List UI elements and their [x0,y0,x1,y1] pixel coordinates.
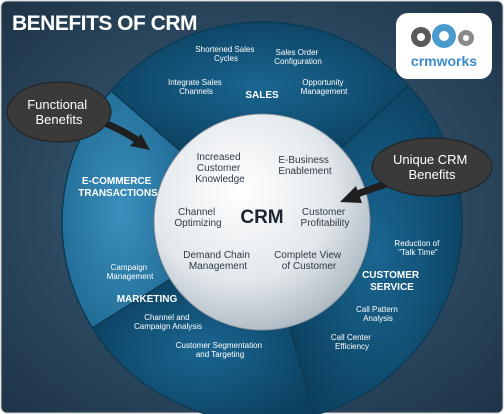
callout-line: Unique CRM [393,152,467,167]
callout-line: Benefits [36,112,83,127]
logo-text: crmworks [411,53,477,69]
cs-item-call-pattern: Call Pattern Analysis [356,305,400,323]
ecommerce-heading-line: E-COMMERCE [82,176,152,187]
center-item-line: Management [189,261,248,272]
center-item-line: Enablement [278,166,332,177]
center-circle [153,113,371,331]
marketing-item-campaign: Campaign Management [107,263,154,281]
center-label: CRM [240,207,283,228]
cs-heading-line: SERVICE [370,282,414,293]
center-item-profitability: Customer Profitability [301,207,350,229]
marketing-item-line: Customer Segmentation [176,341,262,350]
sales-item-line: Sales Order [276,48,319,57]
marketing-item-channel: Channel and Campaign Analysis [134,313,202,331]
callout-bubble [6,81,112,143]
callout-functional: Functional Benefits [6,81,150,150]
center-item-ebusiness: E-Business Enablement [278,155,332,177]
sales-item-opportunity: Opportunity Management [301,78,348,96]
cs-item-line: Call Center [331,333,371,342]
ecommerce-heading: E-COMMERCE TRANSACTIONS [78,176,158,199]
sales-heading: SALES [245,90,279,101]
marketing-item-line: Management [107,272,154,281]
callout-text: Unique CRM Benefits [393,152,471,182]
center-item-line: Customer [197,163,241,174]
callout-line: Functional [27,97,87,112]
center-item-channel: Channel Optimizing [174,207,221,229]
center-item-line: Demand Chain [183,250,250,261]
center-item-line: Profitability [301,218,350,229]
sales-item-line: Channels [179,87,213,96]
sales-item-line: Opportunity [302,78,343,87]
callout-arrow-head [130,134,150,150]
center-item-demand-chain: Demand Chain Management [183,250,253,272]
marketing-labels: Campaign Management MARKETING Channel an… [107,263,265,359]
page-title: BENEFITS OF CRM [12,12,197,35]
cs-item-talk-time: Reduction of "Talk Time" [394,239,441,257]
sales-item-line: Shortened Sales [195,45,254,54]
sales-item-line: Integrate Sales [168,78,222,87]
center-item-line: Optimizing [174,218,221,229]
sales-item-integrate: Integrate Sales Channels [168,78,224,96]
marketing-item-line: and Targeting [196,350,244,359]
cs-item-line: Analysis [363,314,393,323]
marketing-item-line: Campaign Analysis [134,322,202,331]
marketing-item-line: Channel and [144,313,189,322]
marketing-heading: MARKETING [117,294,178,305]
marketing-item-line: Campaign [111,263,147,272]
marketing-item-segmentation: Customer Segmentation and Targeting [176,341,265,359]
callout-bubble [371,137,493,197]
sales-item-line: Management [301,87,348,96]
sales-item-line: Configuration [274,57,322,66]
gears-icon [411,24,474,48]
center-item-line: Complete View [274,250,342,261]
callout-unique: Unique CRM Benefits [340,137,493,203]
sales-item-line: Cycles [214,54,238,63]
center-item-line: Customer [302,207,346,218]
ecommerce-labels: E-COMMERCE TRANSACTIONS [78,176,158,199]
callout-arrow-head [340,186,362,203]
cs-item-line: Reduction of [394,239,440,248]
center-item-knowledge: Increased Customer Knowledge [195,152,245,185]
sales-labels: Shortened Sales Cycles Sales Order Confi… [168,45,348,101]
logo: crmworks [396,13,492,79]
cs-item-line: Efficiency [335,342,369,351]
cs-item-line: Call Pattern [356,305,398,314]
center-item-line: of Customer [282,261,337,272]
callout-text: Functional Benefits [27,97,91,127]
ecommerce-heading-line: TRANSACTIONS [78,188,158,199]
center-item-line: Channel [178,207,215,218]
cs-item-efficiency: Call Center Efficiency [331,333,373,351]
cs-heading: CUSTOMER SERVICE [362,270,422,293]
sales-item-shortened: Shortened Sales Cycles [195,45,256,63]
cs-heading-line: CUSTOMER [362,270,420,281]
callout-line: Benefits [409,167,456,182]
cs-item-line: "Talk Time" [398,248,438,257]
center-item-line: Knowledge [195,174,245,185]
center-item-complete-view: Complete View of Customer [274,250,344,272]
customer-service-labels: Reduction of "Talk Time" CUSTOMER SERVIC… [331,239,441,351]
center-item-line: E-Business [278,155,329,166]
center-item-line: Increased [197,152,241,163]
sales-item-order: Sales Order Configuration [274,48,322,66]
center-labels: Increased Customer Knowledge E-Business … [174,152,349,272]
